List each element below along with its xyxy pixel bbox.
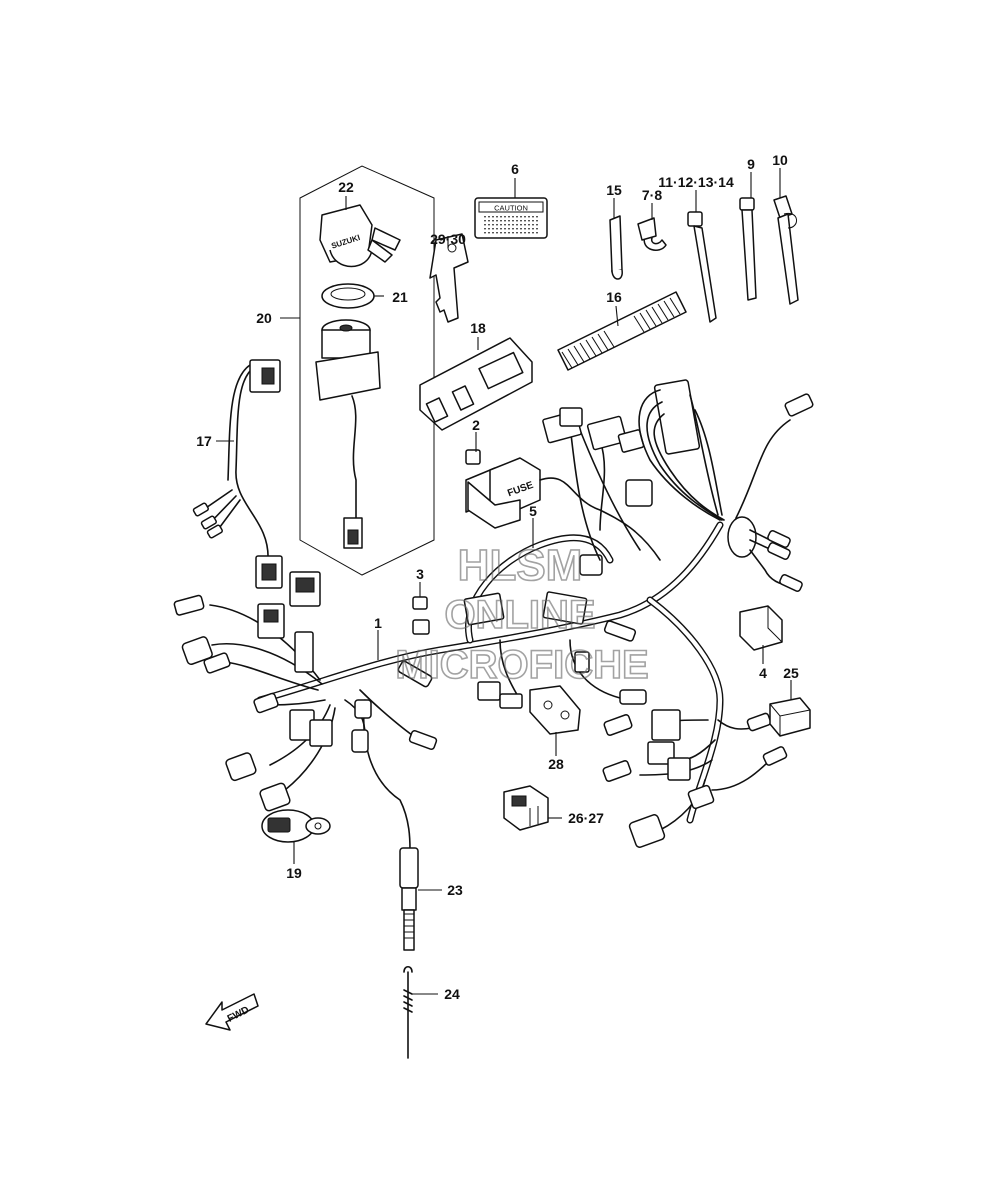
fuse-bracket [419, 337, 533, 431]
key-with-cap: SUZUKI [319, 204, 401, 268]
connector-l3 [203, 652, 231, 674]
connector-l5 [225, 752, 257, 782]
callout-16: 16 [606, 289, 622, 305]
connector-l1 [173, 594, 205, 616]
clip-3a [412, 596, 428, 610]
ignition-switch-group: SUZUKI [299, 165, 435, 576]
connector-upper-right [638, 379, 814, 521]
sensor-19 [261, 809, 331, 843]
fwd-arrow: FWD [205, 993, 259, 1031]
callout-5: 5 [529, 503, 537, 519]
connector-l6 [259, 782, 291, 812]
callout-15: 15 [606, 182, 622, 198]
sensor-23 [399, 847, 419, 951]
callout-28: 28 [548, 756, 564, 772]
callout-11-14: 11·12·13·14 [658, 174, 734, 190]
callout-24: 24 [444, 986, 460, 1002]
callout-19: 19 [286, 865, 302, 881]
hose-clamp [637, 217, 667, 251]
callout-6: 6 [511, 161, 519, 177]
callout-22: 22 [338, 179, 354, 195]
fuse-box: FUSE [465, 457, 661, 561]
callout-4: 4 [759, 665, 767, 681]
fuse [465, 449, 481, 465]
callout-9: 9 [747, 156, 755, 172]
leader-lines [216, 168, 792, 995]
callout-20: 20 [256, 310, 272, 326]
relay [769, 697, 811, 737]
spare-key [429, 233, 469, 323]
group-outline [299, 165, 435, 576]
caution-label: CAUTION [474, 197, 548, 239]
ignition-switch [315, 319, 381, 549]
callout-23: 23 [447, 882, 463, 898]
callout-3: 3 [416, 566, 424, 582]
callout-29-30: 29·30 [430, 231, 466, 247]
cable-tie-10 [773, 195, 799, 305]
callout-18: 18 [470, 320, 486, 336]
mount-bracket [529, 685, 581, 735]
cable-tie-9 [739, 197, 757, 301]
callout-1: 1 [374, 615, 382, 631]
terminal-cap [739, 605, 783, 651]
spiral-tube [557, 291, 687, 371]
watermark-line3: MICROFICHE [395, 643, 648, 687]
callout-25: 25 [783, 665, 799, 681]
main-wiring-harness [173, 379, 814, 851]
connector-l4 [253, 692, 279, 714]
callout-17: 17 [196, 433, 212, 449]
watermark-line2: ONLINE [444, 593, 595, 637]
callout-7-8: 7·8 [642, 187, 662, 203]
callout-2: 2 [472, 417, 480, 433]
watermark-line1: HLSM [458, 541, 583, 590]
callout-labels: 22 20 21 6 29·30 18 15 7·8 11·12·13·14 9… [196, 152, 799, 1002]
callout-26-27: 26·27 [568, 810, 604, 826]
cable-clip-15 [609, 215, 623, 280]
cable-tie-11-14 [687, 211, 717, 323]
connector-l2 [181, 636, 213, 666]
watermark: HLSM ONLINE MICROFICHE [395, 540, 650, 688]
grommet-right [727, 516, 803, 592]
callout-21: 21 [392, 289, 408, 305]
caution-text: CAUTION [494, 204, 528, 213]
retainer-24 [403, 965, 413, 1059]
callout-10: 10 [772, 152, 788, 168]
clip-3b [412, 619, 430, 635]
coupler-holder [503, 785, 549, 831]
sub-harness-17 [192, 359, 283, 589]
